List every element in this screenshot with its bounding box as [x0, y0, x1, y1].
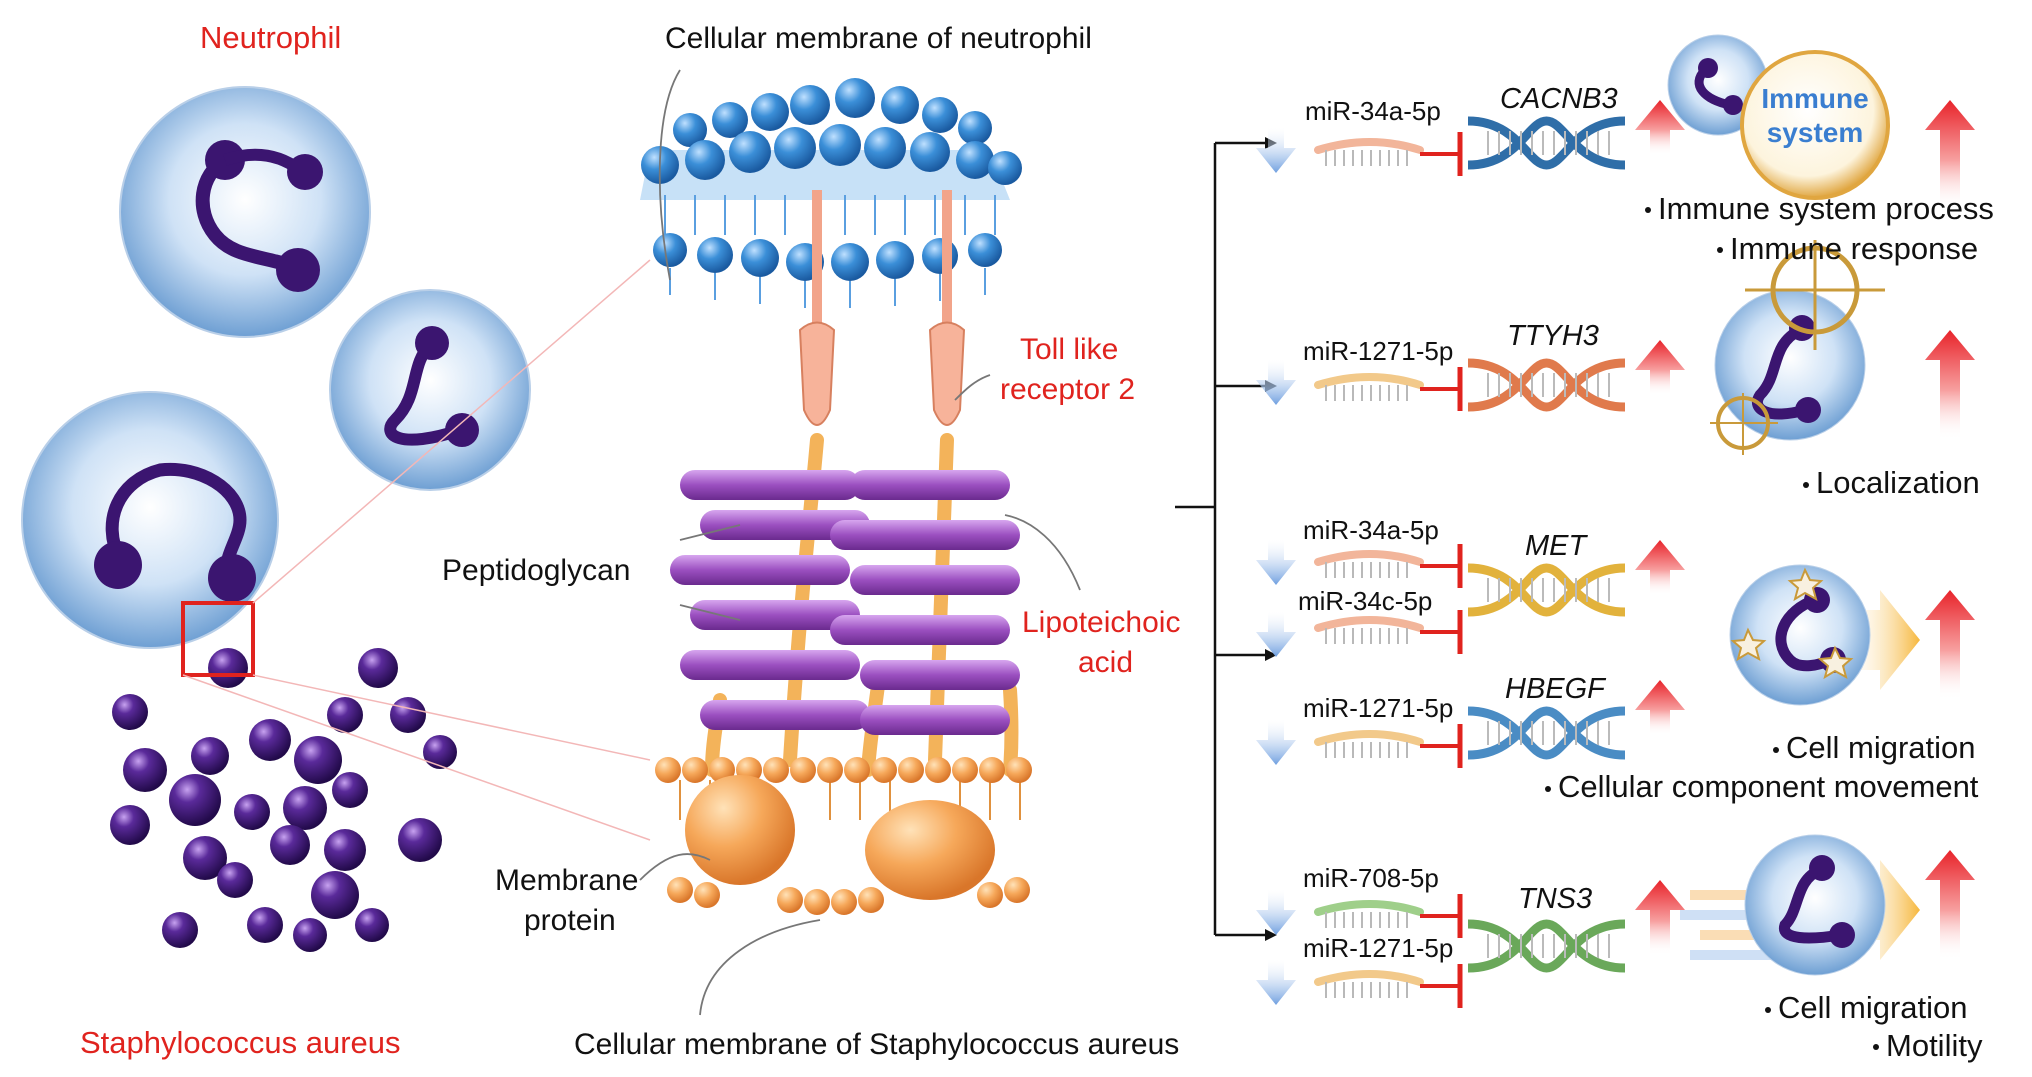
lipoteichoic-acid-label-line2: acid: [1078, 646, 1134, 679]
mirna-strand-icon: [1314, 544, 1463, 588]
process-localization: Localization: [1816, 465, 1980, 500]
mirna-strand-icon: [1314, 964, 1463, 1008]
mirna-label: miR-708-5p: [1303, 863, 1439, 893]
toll-like-receptor-label-line1: Toll like: [1020, 333, 1119, 366]
dna-helix-icon: [1467, 919, 1626, 973]
mirna-label: miR-34a-5p: [1305, 96, 1441, 126]
dna-helix-icon: [1467, 358, 1626, 412]
gene-label-cacnb3: CACNB3: [1500, 83, 1618, 115]
peptidoglycan-label: Peptidoglycan: [442, 554, 631, 587]
bacteria-cluster: [110, 648, 457, 952]
staphylococcus-aureus-label: Staphylococcus aureus: [80, 1025, 401, 1060]
neutrophil-cell-large: [119, 86, 371, 338]
up-arrow-icon: [1925, 590, 1975, 700]
bacterial-membrane: [655, 757, 1032, 915]
down-arrow-icon: [1256, 128, 1296, 173]
migrating-cell-icon: [1729, 564, 1920, 706]
down-arrow-icon: [1256, 890, 1296, 935]
process-cell-migration-2: Cell migration: [1778, 990, 1968, 1025]
process-motility: Motility: [1886, 1028, 1983, 1063]
neutrophil-cell-small: [329, 289, 531, 491]
neutrophil-cell-left: [21, 391, 279, 649]
mirna-strand-icon: [1314, 610, 1463, 654]
crosshair-cell-icon: [1710, 240, 1885, 455]
dna-helix-icon: [1467, 706, 1626, 760]
lipoteichoic-acid-label-line1: Lipoteichoic: [1022, 606, 1181, 639]
gene-label-met: MET: [1525, 530, 1587, 562]
process-immune-system-process: Immune system process: [1658, 191, 1994, 226]
svg-text:system: system: [1767, 117, 1864, 148]
mirna-label: miR-1271-5p: [1303, 933, 1454, 963]
gene-label-hbegf: HBEGF: [1505, 673, 1605, 705]
moving-cell-icon: [1680, 834, 1920, 976]
mirna-strand-icon: [1314, 724, 1463, 768]
mirna-label: miR-1271-5p: [1303, 336, 1454, 366]
down-arrow-icon: [1256, 960, 1296, 1005]
gene-label-ttyh3: TTYH3: [1507, 320, 1599, 352]
down-arrow-icon: [1256, 360, 1296, 405]
up-arrow-icon: [1925, 100, 1975, 210]
up-arrow-icon: [1635, 880, 1685, 955]
process-immune-response: Immune response: [1730, 231, 1979, 266]
branch-connectors: [1175, 141, 1265, 937]
zoom-connector-lines: [182, 259, 651, 841]
up-arrow-icon: [1635, 340, 1685, 395]
down-arrow-icon: [1256, 612, 1296, 657]
connector-arrowheads: [1265, 137, 1277, 941]
zoom-selection-box: [181, 601, 255, 677]
neutrophil-membrane: [640, 78, 1022, 308]
center-leader-lines: [639, 69, 1081, 1016]
mirna-label: miR-34c-5p: [1298, 586, 1433, 616]
up-arrow-icon: [1635, 100, 1685, 155]
mirna-label: miR-1271-5p: [1303, 693, 1454, 723]
dna-helix-icon: [1467, 116, 1626, 170]
process-cell-migration: Cell migration: [1786, 730, 1976, 765]
peptidoglycan-layer: [670, 470, 1020, 735]
membrane-protein-label-line1: Membrane: [495, 864, 639, 897]
neutrophil-label: Neutrophil: [200, 20, 342, 55]
process-bullets: [1545, 207, 1879, 1050]
immune-system-badge-icon: Immune system: [1740, 50, 1890, 200]
down-arrow-icon: [1256, 540, 1296, 585]
dna-helix-icon: [1467, 563, 1626, 617]
up-arrow-icon: [1635, 680, 1685, 735]
toll-like-receptor-label-line2: receptor 2: [1000, 373, 1136, 406]
up-arrow-icon: [1925, 330, 1975, 440]
process-cellular-component-movement: Cellular component movement: [1558, 769, 1979, 804]
mirna-label: miR-34a-5p: [1303, 515, 1439, 545]
svg-text:Immune: Immune: [1761, 83, 1868, 114]
down-arrow-icon: [1256, 720, 1296, 765]
mirna-strand-icon: [1314, 894, 1463, 938]
toll-like-receptor-2: [798, 190, 966, 426]
neutrophil-membrane-label: Cellular membrane of neutrophil: [665, 22, 1092, 55]
membrane-protein-label-line2: protein: [524, 904, 616, 937]
bacterial-membrane-label: Cellular membrane of Staphylococcus aure…: [574, 1028, 1180, 1061]
mirna-strand-icon: [1314, 132, 1463, 176]
up-arrow-icon: [1925, 850, 1975, 960]
mirna-strand-icon: [1314, 367, 1463, 411]
up-arrow-icon: [1635, 540, 1685, 595]
gene-label-tns3: TNS3: [1518, 883, 1593, 915]
expression-arrows: [1256, 100, 1975, 1005]
